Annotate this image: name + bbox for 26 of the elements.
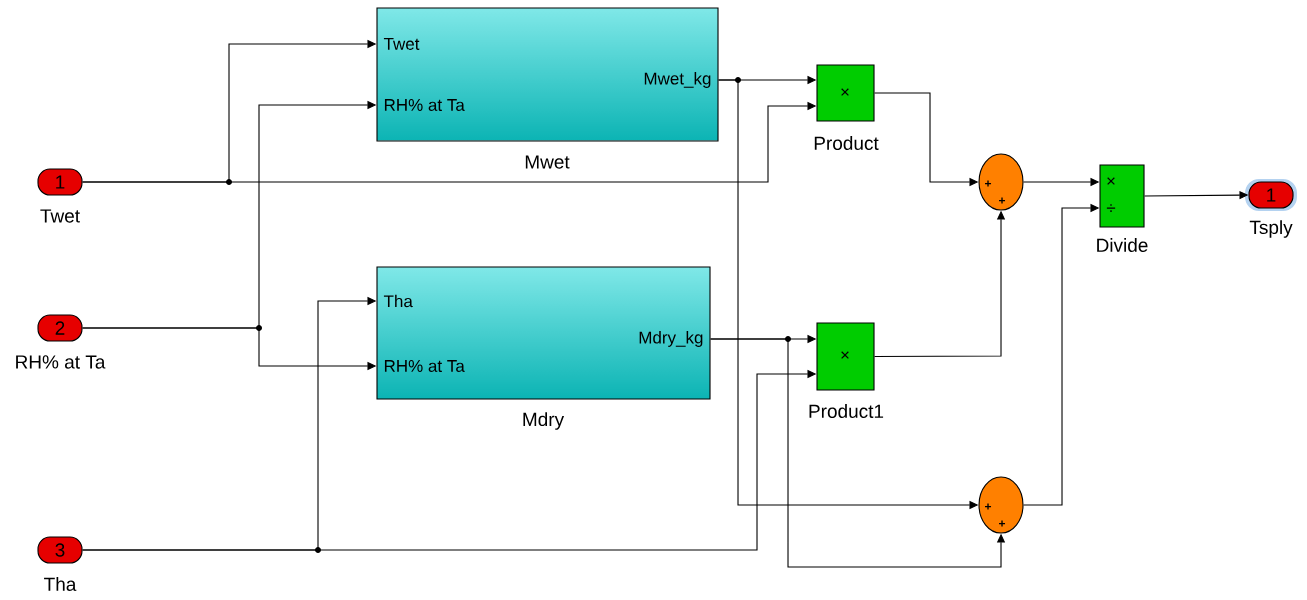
node-label: Twet [383, 38, 420, 50]
block-label: Tha [44, 577, 77, 591]
outport-block: 1 [1245, 179, 1297, 211]
node-label: Mwet_kg [644, 72, 711, 88]
block-label: Twet [40, 209, 80, 223]
inport-block: 2 [37, 314, 83, 342]
node-label: RH% at Ta [384, 99, 465, 111]
subsystem-block: Tha RH% at Ta Mdry_kg [376, 266, 711, 400]
block-label: Mdry [523, 412, 565, 430]
node-label: RH% at Ta [384, 360, 465, 372]
sum-block: + + [978, 153, 1024, 211]
node-label: Tha [383, 294, 413, 308]
block-label: Mwet [525, 155, 570, 169]
inport-block: 1 [37, 168, 83, 196]
product-block: × [816, 322, 875, 391]
subsystem-block: Twet RH% at Ta Mwet_kg [376, 7, 719, 142]
divide-block: × ÷ [1099, 164, 1145, 228]
block-label: Product [814, 136, 879, 150]
inport-block: 3 [37, 536, 83, 564]
sum-block: + + [978, 476, 1024, 534]
block-label: Product1 [809, 404, 884, 418]
node-label: Mdry_kg [639, 331, 703, 347]
block-label: Divide [1097, 238, 1148, 252]
product-block: × [816, 64, 875, 122]
block-label: Tsply [1249, 220, 1293, 238]
block-label: RH% at Ta [16, 355, 106, 369]
